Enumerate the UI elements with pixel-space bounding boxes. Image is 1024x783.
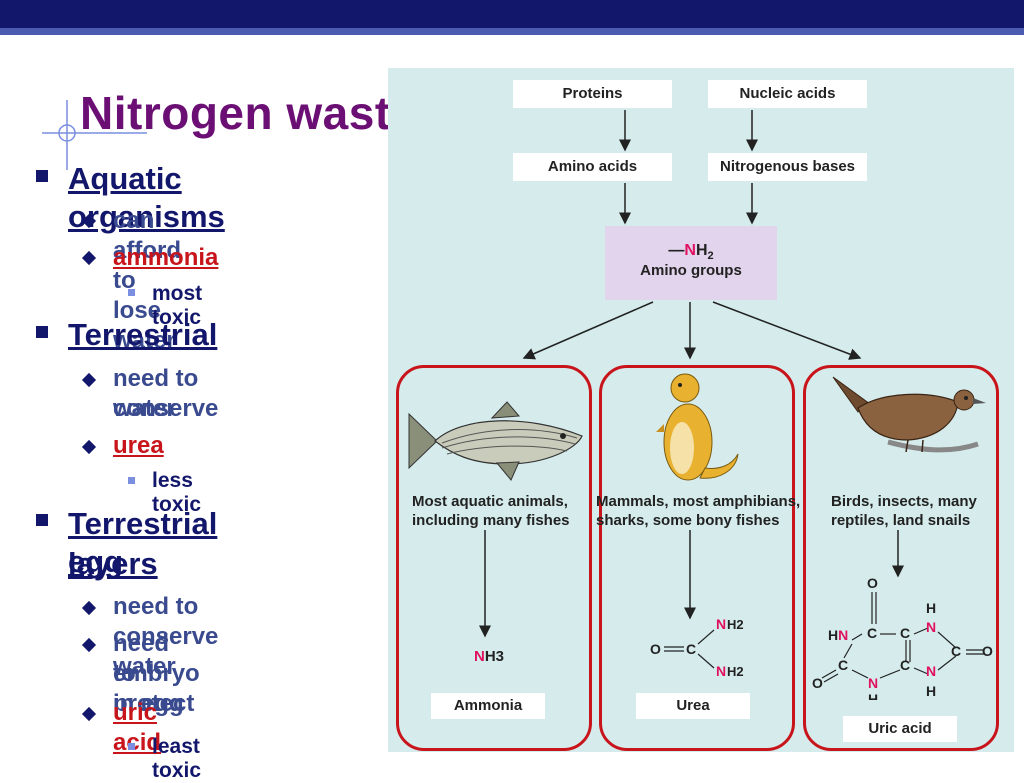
- bird-illustration-icon: [832, 376, 986, 453]
- uric-n-top: N: [926, 619, 936, 635]
- product-urea: Urea: [636, 693, 750, 719]
- fish-illustration-icon: [408, 401, 583, 481]
- uric-o-left: O: [812, 675, 823, 691]
- bullet-square-icon: [36, 514, 48, 526]
- bullet-small-icon: [128, 743, 135, 750]
- bullet-small-icon: [128, 289, 135, 296]
- header-bar-accent: [0, 28, 1024, 35]
- uric-h-right: H: [926, 683, 936, 699]
- box-amino-groups: —NH2 Amino groups: [605, 226, 777, 300]
- uric-n-right: N: [926, 663, 936, 679]
- bullet-small-icon: [128, 477, 135, 484]
- caption-birds-2: reptiles, land snails: [831, 512, 971, 529]
- urea-h2-top: H2: [727, 617, 744, 632]
- point-protect-embryo-2: embryo in egg: [113, 660, 200, 717]
- box-proteins: Proteins: [513, 80, 672, 108]
- uric-o-top: O: [867, 575, 878, 591]
- point-ammonia: ammonia: [113, 244, 219, 271]
- bullet-diamond-icon: [81, 637, 97, 653]
- urea-n-bottom: N: [716, 663, 726, 679]
- ammonia-n: N: [474, 648, 485, 665]
- uric-o-right: O: [982, 643, 993, 659]
- point-uric-acid: uric acid: [113, 699, 162, 756]
- caption-mammals-2: sharks, some bony fishes: [596, 512, 780, 529]
- point-urea: urea: [113, 432, 164, 459]
- caption-mammals-1: Mammals, most amphibians,: [596, 493, 801, 510]
- sub-most-toxic: most toxic: [152, 282, 203, 329]
- uric-c-4: C: [900, 657, 910, 673]
- prairie-dog-illustration-icon: [656, 373, 739, 481]
- bullet-diamond-icon: [81, 706, 97, 722]
- heading-egg-layers-2: layers: [68, 546, 158, 581]
- flow-arrows: [479, 110, 904, 638]
- ammonia-h3: H3: [484, 648, 505, 665]
- uric-h-bottom: H: [868, 691, 878, 700]
- uric-hn-n: N: [838, 627, 848, 643]
- uric-c-3: C: [838, 657, 848, 673]
- urea-h2-bottom: H2: [727, 664, 744, 679]
- point-conserve-water-1: need to conserve: [113, 365, 219, 422]
- uric-acid-group-frame: [803, 365, 999, 751]
- bullet-diamond-icon: [81, 600, 97, 616]
- formula-sub: 2: [707, 250, 714, 263]
- uric-hn: HN: [828, 627, 848, 643]
- product-ammonia: Ammonia: [431, 693, 545, 719]
- uric-c-1: C: [867, 625, 877, 641]
- bullet-diamond-icon: [81, 372, 97, 388]
- point-protect-embryo-1: need to protect: [113, 630, 195, 717]
- crosshair-decoration-icon: [42, 100, 147, 170]
- urea-structure: O C N H2 N H2: [650, 616, 744, 679]
- bullet-square-icon: [36, 326, 48, 338]
- point-lose-water: can afford to lose water: [113, 207, 181, 354]
- heading-egg-layers-1: Terrestrial egg: [68, 506, 218, 579]
- uric-c-2: C: [900, 625, 910, 641]
- formula-dash: —: [668, 242, 685, 259]
- formula-h: H: [695, 242, 708, 259]
- heading-aquatic: Aquatic organisms: [68, 161, 225, 234]
- product-uric-acid: Uric acid: [843, 716, 957, 742]
- heading-terrestrial: Terrestrial: [68, 317, 218, 352]
- formula-n: N: [684, 242, 696, 259]
- urea-c: C: [686, 641, 696, 657]
- bullet-diamond-icon: [81, 250, 97, 266]
- amino-groups-label: Amino groups: [640, 262, 742, 280]
- caption-birds-1: Birds, insects, many: [831, 493, 977, 510]
- urea-n-top: N: [716, 616, 726, 632]
- uric-h-top: H: [926, 600, 936, 616]
- uric-c-5: C: [951, 643, 961, 659]
- point-conserve-water-2: water: [113, 395, 176, 422]
- box-amino-acids: Amino acids: [513, 153, 672, 181]
- header-bar: [0, 0, 1024, 28]
- sub-least-toxic: least toxic: [152, 735, 202, 782]
- box-nitrogenous-bases: Nitrogenous bases: [708, 153, 867, 181]
- ammonia-group-frame: [396, 365, 592, 751]
- sub-less-toxic: less toxic: [152, 469, 202, 516]
- point-conserve-water: need to conserve water: [113, 593, 219, 680]
- urea-group-frame: [599, 365, 795, 751]
- amino-group-formula: —NH2: [605, 226, 777, 262]
- urea-o: O: [650, 641, 661, 657]
- uric-n-bottom: N: [868, 675, 878, 691]
- box-nucleic-acids: Nucleic acids: [708, 80, 867, 108]
- bullet-square-icon: [36, 170, 48, 182]
- page-title: Nitrogen waste: [80, 87, 417, 139]
- uric-hn-h: H: [828, 627, 838, 643]
- ammonia-formula: NH3: [474, 648, 504, 665]
- caption-aquatic-1: Most aquatic animals,: [412, 493, 568, 510]
- uric-acid-structure: O C HN C H N C C C O O N H N H: [812, 575, 993, 700]
- caption-aquatic-2: including many fishes: [412, 512, 570, 529]
- bullet-diamond-icon: [81, 439, 97, 455]
